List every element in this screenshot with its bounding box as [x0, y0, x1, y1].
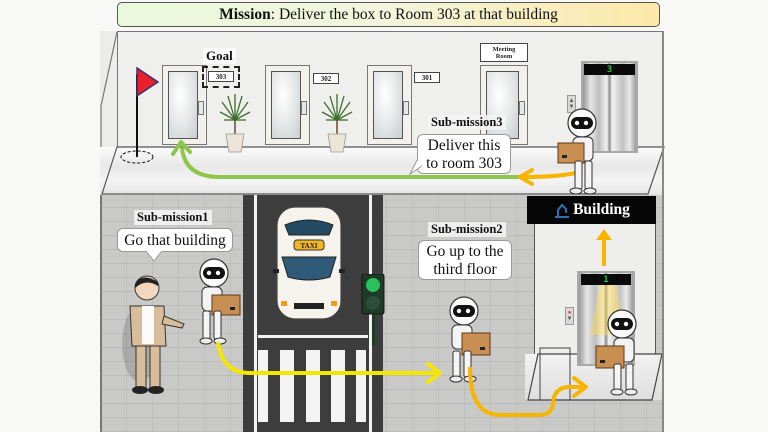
speech-tail: [145, 251, 163, 262]
sub-mission3-bubble: Deliver this to room 303: [417, 134, 511, 174]
room-plate-303: 303: [208, 71, 234, 82]
meeting-room-line1: Meeting: [492, 45, 516, 53]
robot-with-box-sidewalk: [449, 296, 491, 383]
building-robot-arm-icon: [555, 203, 570, 218]
potted-plant-icon: [219, 94, 251, 153]
sub-mission2-line1: Go up to the: [426, 243, 504, 260]
stop-line: [258, 335, 368, 338]
road-edge-line: [254, 195, 257, 432]
mission-separator: :: [270, 5, 276, 23]
elevator-floor-display: 1: [581, 274, 631, 285]
elevator-call-button[interactable]: ●▼: [565, 307, 574, 325]
crosswalk-stripe: [280, 350, 294, 422]
elevator-floor-display: 3: [584, 64, 635, 75]
mission-banner: Mission: Deliver the box to Room 303 at …: [117, 2, 660, 27]
robot-with-box-elevator: [595, 309, 638, 396]
door-handle: [519, 101, 525, 116]
door-302[interactable]: [265, 65, 310, 145]
meeting-room-plate: Meeting Room: [480, 43, 528, 62]
door-handle: [301, 101, 307, 116]
meeting-room-line2: Room: [495, 52, 513, 60]
door-301[interactable]: [367, 65, 412, 145]
crosswalk-stripe: [356, 350, 366, 422]
sub-mission1-title: Sub-mission1: [134, 210, 212, 225]
taxi-car-icon: TAXI: [273, 206, 345, 320]
taxi-sign: TAXI: [301, 242, 318, 250]
goal-highlight: [202, 66, 240, 88]
mission-text: Deliver the box to Room 303 at that buil…: [275, 5, 558, 23]
goal-label: Goal: [203, 48, 236, 64]
mission-label: Mission: [219, 5, 271, 23]
speech-tail: [409, 160, 423, 176]
sub-mission3-line1: Deliver this: [427, 137, 501, 154]
man-pointing-icon: [122, 275, 185, 394]
sub-mission2-line2: third floor: [433, 261, 497, 278]
sub-mission1-bubble: Go that building: [117, 228, 233, 252]
elevator-call-button[interactable]: ▲▼: [567, 95, 576, 113]
path-to-room-303: [171, 140, 581, 186]
robot-with-box-3f: [557, 108, 597, 195]
crosswalk-stripe: [306, 350, 320, 422]
pedestrian-traffic-light-icon: [361, 274, 385, 346]
robot-with-box-street: [199, 258, 241, 345]
up-arrow: [596, 229, 612, 266]
potted-plant-icon: [321, 94, 353, 153]
door-303[interactable]: [162, 65, 207, 145]
room-plate-302: 302: [313, 73, 339, 84]
crosswalk-stripe: [331, 350, 345, 422]
goal-flag-icon: [120, 66, 160, 164]
door-handle: [403, 101, 409, 116]
room-plate-301: 301: [414, 72, 440, 83]
building-sign: Building: [527, 196, 656, 224]
sub-mission2-title: Sub-mission2: [428, 222, 506, 237]
crosswalk-stripe: [258, 350, 268, 422]
sub-mission2-bubble: Go up to the third floor: [418, 240, 512, 280]
sub-mission3-line2: to room 303: [426, 155, 502, 172]
door-handle: [198, 101, 204, 116]
path-cross-street: [216, 341, 442, 384]
path-into-building: [468, 366, 588, 417]
building-label: Building: [573, 201, 630, 218]
sub-mission3-title: Sub-mission3: [428, 115, 506, 130]
right-wall-edge: [662, 31, 664, 432]
left-wall-edge: [100, 195, 102, 432]
